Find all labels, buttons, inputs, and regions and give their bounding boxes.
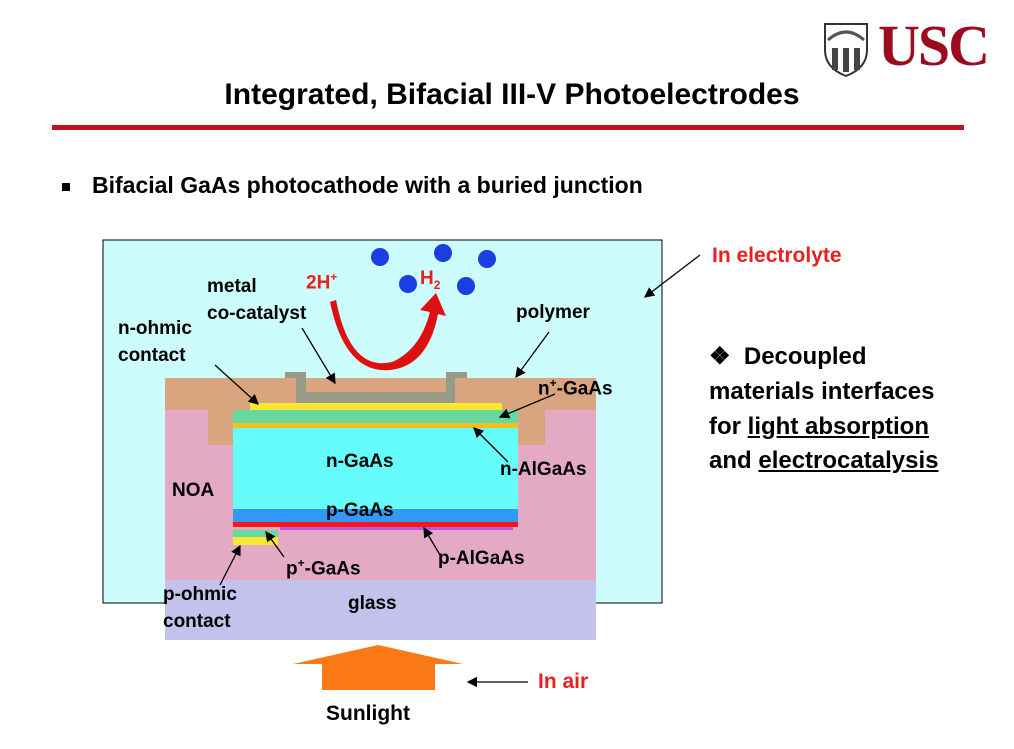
n-ohmic-contact-layer (250, 403, 502, 410)
p-plus-sup: + (297, 556, 305, 570)
h-plus-label: 2H+ (306, 270, 337, 295)
title-divider (52, 125, 964, 130)
n-plus-gaas-layer (233, 410, 518, 423)
glass-layer (165, 580, 596, 640)
p-plus-post: -GaAs (304, 558, 361, 580)
h2-label: H2 (420, 268, 440, 292)
n-ohmic-contact-label: contact (118, 345, 186, 366)
p-gaas-label: p-GaAs (326, 500, 394, 521)
n-plus-post: -GaAs (556, 378, 613, 400)
note-line-3-pre: for (709, 412, 748, 440)
bullet-square-icon (62, 182, 70, 191)
glass-label: glass (348, 593, 397, 614)
p-algaas-layer (233, 522, 518, 527)
metal-label: metal (207, 276, 257, 297)
thin-purple-layer (280, 527, 513, 530)
reaction-arrow-icon (330, 293, 446, 371)
page-title: Integrated, Bifacial III-V Photoelectrod… (224, 78, 800, 111)
p-gaas-layer (233, 509, 518, 522)
note-line-4-pre: and (709, 447, 759, 475)
bullet-text: Bifacial GaAs photocathode with a buried… (92, 172, 643, 198)
note-line-2: materials interfaces (709, 377, 935, 405)
n-algaas-layer (233, 423, 518, 428)
n-gaas-layer (233, 428, 518, 509)
polymer-layer (165, 378, 596, 445)
decoupled-note: ❖ Decoupled materials interfaces for lig… (709, 340, 938, 479)
h-plus-sup: + (330, 270, 338, 284)
n-ohmic-label: n-ohmic (118, 318, 192, 339)
n-algaas-label: n-AlGaAs (500, 459, 587, 480)
n-plus-gaas-label: n+-GaAs (538, 376, 613, 401)
noa-label: NOA (172, 480, 215, 501)
usc-logo-text: USC (878, 13, 990, 78)
n-gaas-label: n-GaAs (326, 451, 394, 472)
usc-seal-logo (822, 20, 870, 83)
h-plus-text: 2H (306, 272, 331, 294)
p-ohmic-contact-label: contact (163, 611, 231, 632)
sunlight-arrow-icon (293, 645, 463, 690)
h2-text: H (420, 268, 434, 289)
p-algaas-label: p-AlGaAs (438, 548, 525, 569)
h2-sub: 2 (433, 277, 441, 292)
note-line-1: Decoupled (743, 343, 867, 370)
label-arrows (214, 254, 701, 688)
polymer-label: polymer (516, 302, 590, 323)
in-air-label: In air (538, 670, 589, 693)
light-absorption-text: light absorption (747, 412, 929, 440)
p-ohmic-label: p-ohmic (163, 584, 237, 605)
electrocatalysis-text: electrocatalysis (758, 447, 939, 475)
sunlight-label: Sunlight (326, 702, 410, 725)
diamond-bullet-icon: ❖ (709, 343, 731, 370)
n-plus-sup: + (549, 376, 557, 390)
p-plus-pre: p (286, 558, 298, 580)
p-ohmic-contact-layer (233, 537, 278, 545)
bullet-point: Bifacial GaAs photocathode with a buried… (62, 172, 643, 199)
in-electrolyte-label: In electrolyte (712, 244, 842, 267)
p-plus-gaas-label: p+-GaAs (286, 556, 361, 581)
n-plus-pre: n (538, 378, 550, 400)
cocatalyst-label: co-catalyst (207, 303, 307, 324)
p-plus-gaas-layer (233, 530, 278, 537)
hydrogen-bubbles (371, 244, 496, 295)
metal-cocatalyst-layer (285, 372, 467, 403)
